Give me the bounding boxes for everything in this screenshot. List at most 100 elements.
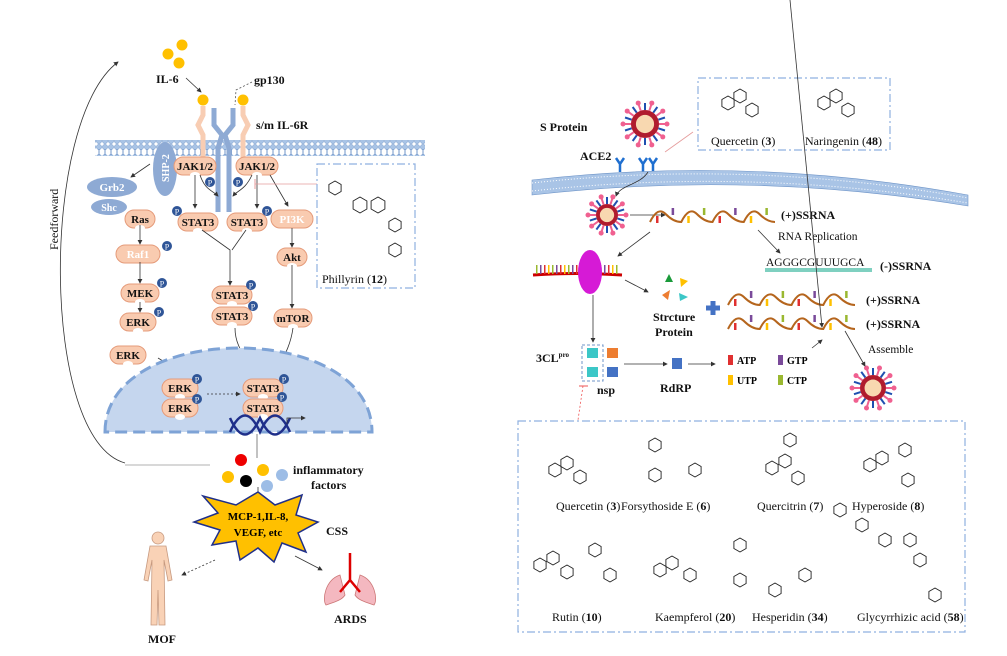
svg-text:(-)SSRNA: (-)SSRNA <box>880 259 932 273</box>
shp2-protein <box>153 142 177 196</box>
virion-icon <box>585 194 629 236</box>
phosphate-icon: P <box>246 280 256 291</box>
phosphate-icon: P <box>205 177 215 188</box>
svg-text:SHP-2: SHP-2 <box>161 154 172 182</box>
utp-icon <box>728 375 733 385</box>
phosphate-icon: P <box>192 374 202 385</box>
svg-text:P: P <box>251 303 256 312</box>
phosphate-icon: P <box>162 241 172 252</box>
svg-text:P: P <box>249 282 254 291</box>
svg-text:inflammatory: inflammatory <box>293 463 364 477</box>
ras-protein-label: Ras <box>131 214 149 226</box>
stat3-protein-label: STAT3 <box>231 217 264 229</box>
inflammatory-factors-icon <box>222 454 288 492</box>
quercitrin-structure <box>765 432 805 486</box>
feedforward-label: Feedforward <box>47 189 61 250</box>
compound-label-hesperidin: Hesperidin (34) <box>752 610 828 624</box>
ntp-label: UTP <box>737 376 757 387</box>
structure-protein-icon <box>662 274 688 301</box>
assembled-virus-icon <box>849 365 897 411</box>
svg-text:CSS: CSS <box>326 524 348 538</box>
gtp-icon <box>778 355 783 365</box>
signaling-proteins: RasRaf1PMEKPERKPERKJAK1/2PJAK1/2PSTAT3PS… <box>109 156 314 367</box>
svg-text:(+)SSRNA: (+)SSRNA <box>866 317 921 331</box>
svg-text:factors: factors <box>311 478 347 492</box>
sars-cov2-panel: S Protein ACE2 Quercetin (3) Naringenin … <box>517 0 969 633</box>
phosphate-icon: P <box>192 394 202 405</box>
phosphate-icon: P <box>248 301 258 312</box>
compound-label-quercetin: Quercetin (3) <box>556 499 620 513</box>
positive-ssrna-icon <box>727 291 856 307</box>
pi3k-kinase-label: PI3K <box>279 214 305 226</box>
akt-protein: Akt <box>276 247 308 269</box>
phillyrin-structure <box>328 180 402 258</box>
shc-protein <box>91 199 127 215</box>
stat3-protein-label: STAT3 <box>216 311 249 323</box>
svg-text:MCP-1,IL-8,: MCP-1,IL-8, <box>228 511 289 523</box>
rdrp-icon <box>672 358 682 369</box>
phosphate-icon: P <box>279 374 289 385</box>
cytokine-storm-star <box>191 491 320 564</box>
svg-text:S Protein: S Protein <box>540 120 588 134</box>
glycyrrhizic-acid-structure <box>833 502 942 603</box>
erk-protein-label: ERK <box>126 317 150 329</box>
inhibitor-box-bottom <box>517 420 966 633</box>
nsp-icon <box>607 348 618 358</box>
il6-molecule <box>176 39 188 51</box>
stat3-protein-label: STAT3 <box>247 383 280 395</box>
svg-text:P: P <box>195 376 200 385</box>
sars-cov2-virus-icon <box>620 100 670 148</box>
svg-text:P: P <box>282 376 287 385</box>
phillyrin-structure <box>328 180 402 258</box>
erk-protein-label: ERK <box>168 403 192 415</box>
akt-protein-label: Akt <box>283 252 301 264</box>
erk-protein-label: ERK <box>168 383 192 395</box>
il6-molecule <box>162 48 174 60</box>
phosphate-icon: P <box>154 307 164 318</box>
inhibitor-box-top <box>697 77 891 151</box>
phosphate-icon: P <box>262 206 272 217</box>
jak-protein-label: JAK1/2 <box>177 161 214 173</box>
compound-label-forsythoside-e: Forsythoside E (6) <box>621 499 710 513</box>
ribosome-icon <box>532 250 623 294</box>
jak-protein-label: JAK1/2 <box>239 161 276 173</box>
mtor-protein: mTOR <box>273 308 313 330</box>
svg-text:(+)SSRNA: (+)SSRNA <box>781 208 836 222</box>
svg-text:Protein: Protein <box>655 325 693 339</box>
phosphate-icon: P <box>233 177 243 188</box>
phillyrin-box <box>316 163 416 289</box>
svg-text:P: P <box>195 396 200 405</box>
svg-text:RdRP: RdRP <box>660 381 691 395</box>
naringenin-label: Naringenin (48) <box>805 134 882 148</box>
jak-protein: JAK1/2P <box>173 156 217 188</box>
erk-protein: ERK P <box>119 307 164 334</box>
ntp-label: GTP <box>787 356 808 367</box>
svg-text:P: P <box>165 243 170 252</box>
atp-icon <box>728 355 733 365</box>
il6-signaling-panel: Feedforward IL-6 gp130 s/m IL-6R SHP-2 G… <box>47 39 425 646</box>
il6-molecule <box>173 57 185 69</box>
positive-ssrna-icon <box>649 208 776 224</box>
cell-membrane <box>95 140 425 156</box>
svg-text:P: P <box>208 179 213 188</box>
stat3-protein-label: STAT3 <box>216 290 249 302</box>
compound-label-glycyrrhizic-acid: Glycyrrhizic acid (58) <box>857 610 964 624</box>
rutin-structure <box>533 542 617 583</box>
stat3-protein-label: STAT3 <box>247 403 280 415</box>
grb2-protein <box>87 177 137 197</box>
phosphate-icon: P <box>172 206 182 217</box>
pi3k-kinase: PI3K <box>270 209 314 229</box>
jak-protein: JAK1/2P <box>233 156 279 188</box>
quercetin-label: Quercetin (3) <box>711 134 775 148</box>
svg-text:P: P <box>280 394 285 403</box>
